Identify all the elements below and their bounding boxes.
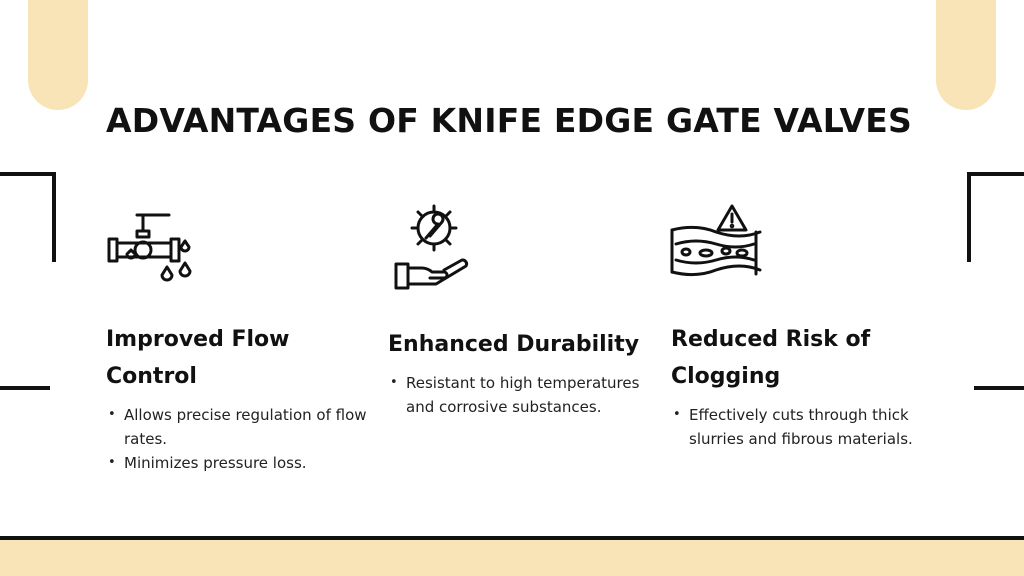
- advantage-bullets: Effectively cuts through thick slurries …: [671, 403, 941, 451]
- advantage-heading: Reduced Risk of Clogging: [671, 327, 871, 389]
- footer-band: [0, 536, 1024, 576]
- clogged-pipe-warning-icon: [668, 200, 764, 296]
- left-bracket-vertical: [52, 172, 56, 262]
- left-bracket-bottom: [0, 386, 50, 390]
- hand-gear-wrench-icon: [388, 200, 484, 296]
- advantage-bullets: Resistant to high temperatures and corro…: [388, 371, 653, 419]
- bullet-item: Allows precise regulation of flow rates.: [106, 403, 371, 451]
- right-bracket-bottom: [974, 386, 1024, 390]
- advantage-clogging: Reduced Risk of Clogging Effectively cut…: [671, 321, 941, 451]
- left-bracket-top: [0, 172, 56, 176]
- bullet-item: Minimizes pressure loss.: [106, 451, 371, 475]
- decorative-tab-left: [28, 0, 88, 110]
- right-bracket-top: [967, 172, 1024, 176]
- advantage-heading: Enhanced Durability: [388, 332, 640, 357]
- bullet-item: Effectively cuts through thick slurries …: [671, 403, 941, 451]
- advantage-bullets: Allows precise regulation of flow rates.…: [106, 403, 371, 475]
- advantage-heading: Improved Flow Control: [106, 327, 290, 389]
- bullet-item: Resistant to high temperatures and corro…: [388, 371, 653, 419]
- advantage-durability: Enhanced Durability Resistant to high te…: [388, 326, 653, 419]
- advantage-flow-control: Improved Flow Control Allows precise reg…: [106, 321, 371, 475]
- decorative-tab-right: [936, 0, 996, 110]
- valve-dripping-icon: [103, 205, 199, 301]
- page-title: ADVANTAGES OF KNIFE EDGE GATE VALVES: [106, 101, 912, 140]
- right-bracket-vertical: [967, 172, 971, 262]
